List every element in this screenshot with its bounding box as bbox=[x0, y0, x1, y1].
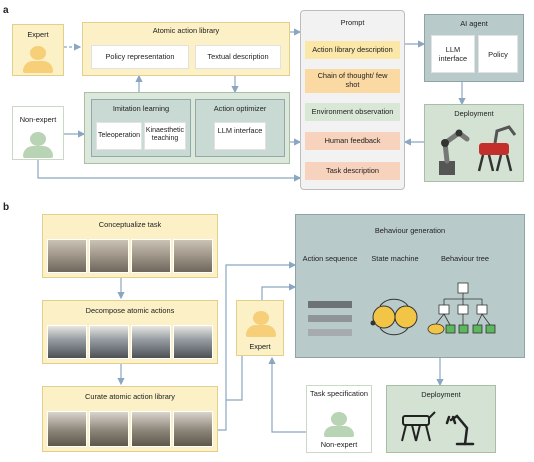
state-machine-diagram bbox=[370, 298, 418, 336]
person-icon bbox=[30, 132, 46, 146]
nonexpert-label-b: Non-expert bbox=[320, 440, 358, 449]
decompose-actions-box: Decompose atomic actions bbox=[42, 300, 218, 364]
imitation-learning-title: Imitation learning bbox=[112, 104, 170, 113]
teleoperation-box: Teleoperation bbox=[96, 122, 142, 150]
deployment-robots-illustration bbox=[401, 411, 475, 446]
library-photo bbox=[173, 411, 213, 447]
action-photo bbox=[131, 325, 171, 359]
prompt-item: Environment observation bbox=[305, 103, 400, 121]
action-sequence-label: Action sequence bbox=[302, 254, 358, 263]
person-icon bbox=[331, 412, 347, 426]
action-optimizer-title: Action optimizer bbox=[213, 104, 267, 113]
prompt-item-label: Chain of thought/ few shot bbox=[317, 71, 388, 89]
task-photo bbox=[89, 239, 129, 273]
person-body-icon bbox=[246, 325, 276, 337]
prompt-item-label: Human feedback bbox=[324, 136, 381, 145]
behaviour-tree-label: Behaviour tree bbox=[440, 254, 490, 263]
conceptualize-task-box: Conceptualize task bbox=[42, 214, 218, 278]
atomic-action-library-box: Atomic action library Policy representat… bbox=[82, 22, 290, 76]
prompt-box: Prompt Action library description Chain … bbox=[300, 10, 405, 190]
library-photo bbox=[89, 411, 129, 447]
nonexpert-to-prompt-arrow bbox=[37, 160, 302, 182]
task-photo bbox=[47, 239, 87, 273]
policy-representation-box: Policy representation bbox=[91, 45, 189, 69]
action-sequence-bars bbox=[308, 301, 352, 336]
person-icon bbox=[253, 311, 269, 325]
textual-description-label: Textual description bbox=[207, 52, 269, 61]
panel-a-letter: a bbox=[3, 5, 9, 16]
panel-b-connectors bbox=[117, 261, 444, 433]
task-spec-label: Task specification bbox=[310, 389, 368, 398]
nonexpert-box: Non-expert bbox=[12, 106, 64, 160]
robot-arm-icon bbox=[439, 129, 470, 175]
expert-box-b: Expert bbox=[236, 300, 284, 356]
person-body-icon bbox=[23, 146, 53, 158]
agent-policy-label: Policy bbox=[488, 50, 508, 59]
ai-agent-title: AI agent bbox=[460, 19, 488, 28]
imitation-learning-box: Imitation learning Teleoperation Kinaest… bbox=[91, 99, 191, 157]
kinaesthetic-label: Kinaesthetic teaching bbox=[145, 127, 185, 143]
library-to-expert-arrow bbox=[226, 356, 243, 401]
expert-label-b: Expert bbox=[249, 342, 271, 351]
taskspec-to-behaviour-arrow bbox=[268, 356, 306, 433]
prompt-item-label: Task description bbox=[326, 166, 379, 175]
library-to-behaviour-arrow bbox=[218, 261, 297, 431]
policy-representation-label: Policy representation bbox=[105, 52, 175, 61]
state-machine-label: State machine bbox=[371, 254, 419, 263]
prompt-item: Action library description bbox=[305, 41, 400, 59]
curate-library-box: Curate atomic action library bbox=[42, 386, 218, 452]
person-body-icon bbox=[23, 61, 53, 73]
expert-to-behaviour-arrow bbox=[261, 283, 297, 300]
behaviour-illustrations bbox=[308, 282, 496, 336]
agent-llm-box: LLM interface bbox=[431, 35, 475, 73]
optimizer-llm-box: LLM interface bbox=[214, 122, 266, 150]
action-optimizer-box: Action optimizer LLM interface bbox=[195, 99, 285, 157]
prompt-item: Chain of thought/ few shot bbox=[305, 69, 400, 93]
panel-b-letter: b bbox=[3, 202, 10, 213]
robots-illustration bbox=[439, 125, 517, 175]
behaviour-title: Behaviour generation bbox=[374, 226, 446, 235]
agent-policy-box: Policy bbox=[478, 35, 518, 73]
step-label: Conceptualize task bbox=[98, 220, 162, 229]
behaviour-generation-box: Behaviour generation Action sequence Sta… bbox=[295, 214, 525, 358]
atomic-library-title: Atomic action library bbox=[152, 26, 220, 35]
nonexpert-label: Non-expert bbox=[19, 115, 57, 124]
prompt-title: Prompt bbox=[340, 18, 365, 27]
person-icon bbox=[30, 46, 46, 60]
learning-container: Imitation learning Teleoperation Kinaest… bbox=[84, 92, 290, 164]
action-photo bbox=[173, 325, 213, 359]
prompt-item: Human feedback bbox=[305, 132, 400, 150]
quadruped-robot-icon bbox=[477, 125, 517, 172]
teleoperation-label: Teleoperation bbox=[97, 132, 141, 139]
expert-label: Expert bbox=[27, 30, 49, 39]
robot-arm-outline-icon bbox=[445, 414, 475, 446]
deployment-box-b: Deployment bbox=[386, 385, 496, 453]
prompt-item-label: Action library description bbox=[312, 45, 393, 54]
library-photo bbox=[131, 411, 171, 447]
step-label: Decompose atomic actions bbox=[85, 306, 175, 315]
panel-a-connectors bbox=[37, 28, 466, 182]
quadruped-outline-icon bbox=[401, 411, 436, 442]
task-spec-box: Task specification Non-expert bbox=[306, 385, 372, 453]
ai-agent-box: AI agent LLM interface Policy bbox=[424, 14, 524, 82]
prompt-item-label: Environment observation bbox=[311, 107, 394, 116]
prompt-item: Task description bbox=[305, 162, 400, 180]
person-body-icon bbox=[324, 426, 354, 437]
behaviour-tree-diagram bbox=[427, 282, 496, 335]
agent-llm-label: LLM interface bbox=[438, 45, 468, 63]
deployment-box-a: Deployment bbox=[424, 104, 524, 182]
textual-description-box: Textual description bbox=[195, 45, 281, 69]
expert-box: Expert bbox=[12, 24, 64, 76]
task-photo bbox=[173, 239, 213, 273]
optimizer-llm-label: LLM interface bbox=[217, 126, 263, 135]
kinaesthetic-box: Kinaesthetic teaching bbox=[144, 122, 186, 150]
deployment-label-a: Deployment bbox=[454, 109, 494, 118]
step-label: Curate atomic action library bbox=[85, 392, 175, 401]
task-photo bbox=[131, 239, 171, 273]
deployment-label-b: Deployment bbox=[421, 390, 461, 399]
library-photo bbox=[47, 411, 87, 447]
action-photo bbox=[47, 325, 87, 359]
action-photo bbox=[89, 325, 129, 359]
